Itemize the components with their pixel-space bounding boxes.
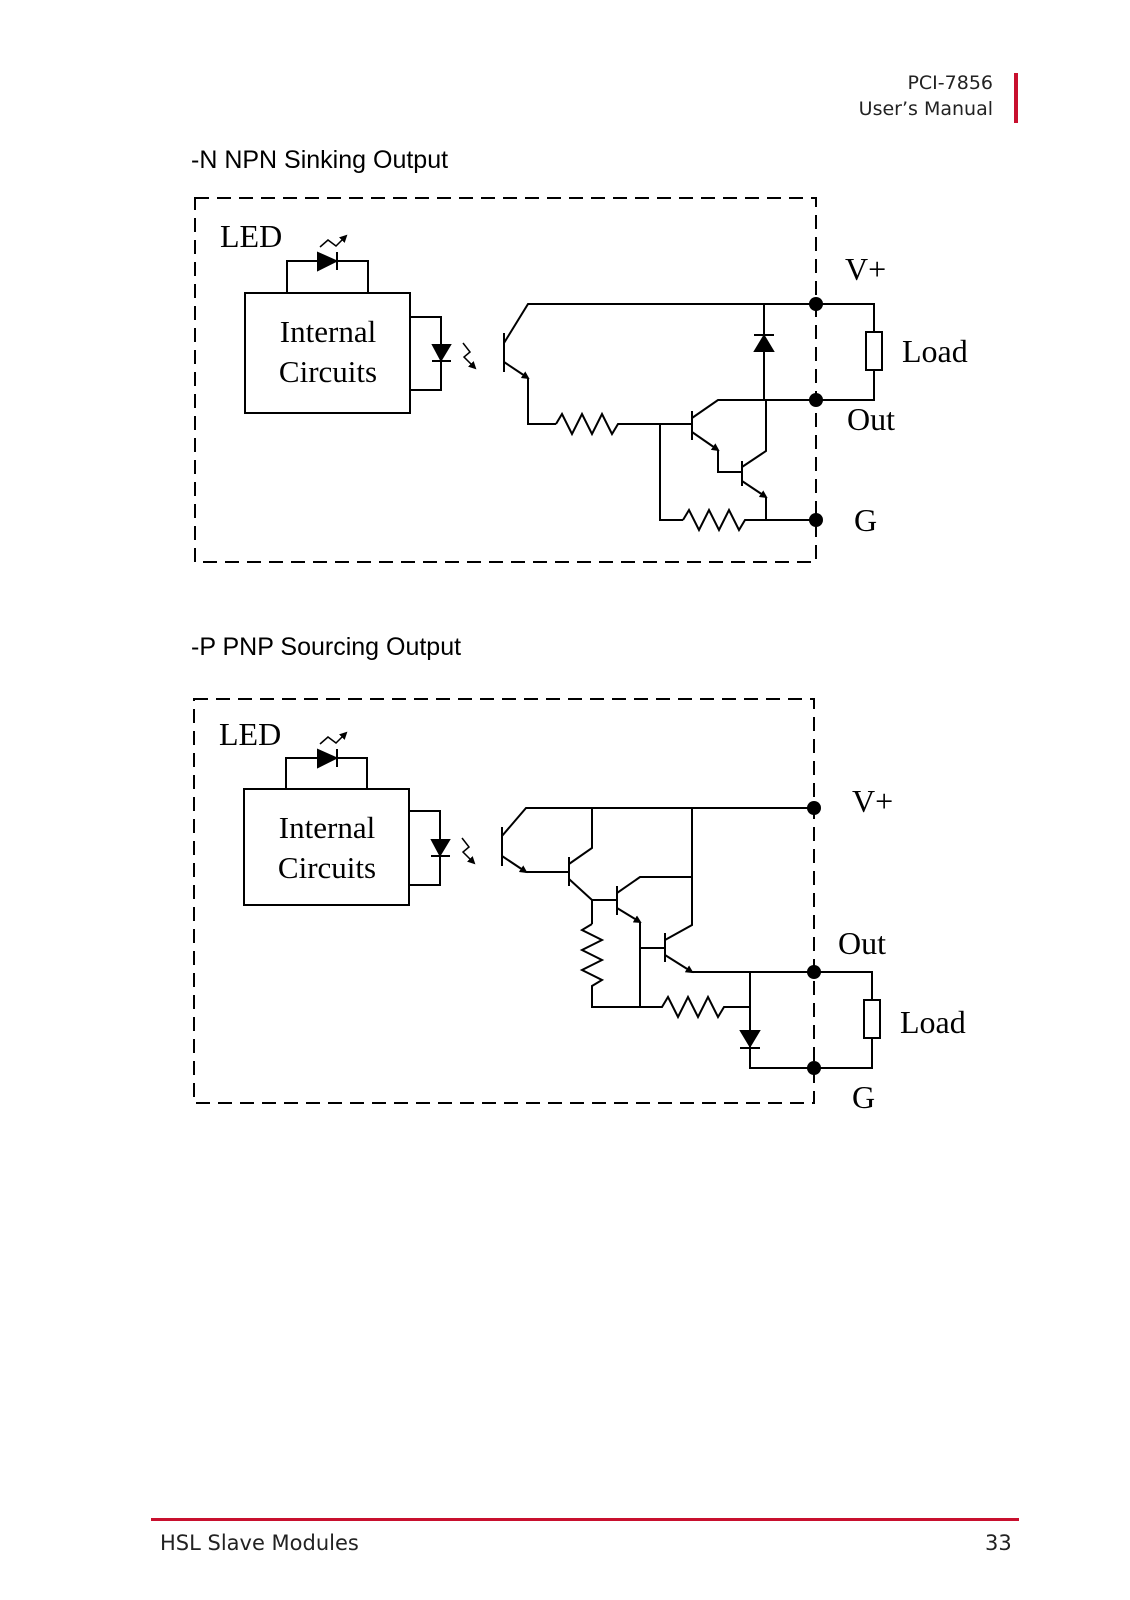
header-manual: User’s Manual (858, 98, 993, 120)
npn-internal-label-1: Internal (280, 314, 376, 349)
header-accent-bar (1014, 73, 1018, 123)
pnp-load-label: Load (900, 1004, 966, 1040)
running-header: PCI-7856 User’s Manual (859, 70, 993, 122)
pnp-internal-label-1: Internal (279, 810, 375, 845)
pnp-g-label: G (852, 1079, 875, 1115)
pnp-enclosure (193, 698, 815, 1104)
pnp-terminal-out (807, 965, 821, 979)
npn-g-label: G (854, 502, 877, 538)
footer-section-name: HSL Slave Modules (160, 1531, 359, 1555)
pnp-phototransistor (501, 807, 814, 874)
pnp-vplus-label: V+ (852, 783, 893, 819)
pnp-opto-led-icon (409, 810, 476, 886)
footer-rule (151, 1518, 1019, 1521)
page-number: 33 (985, 1531, 1012, 1555)
npn-flyback-diode (753, 304, 775, 400)
npn-enclosure (194, 197, 817, 563)
pnp-led-icon (285, 731, 368, 789)
pnp-resistor-bottom (640, 994, 750, 1020)
npn-resistor-base (555, 411, 692, 437)
pnp-resistor-vertical (579, 923, 640, 1008)
pnp-sourcing-diagram (193, 698, 881, 1104)
npn-led-label: LED (220, 218, 282, 254)
npn-section-title: -N NPN Sinking Output (191, 146, 449, 174)
npn-opto-led-icon (410, 316, 477, 391)
npn-internal-circuits-box (244, 292, 411, 414)
pnp-terminal-vplus (807, 801, 821, 815)
npn-sinking-diagram (194, 197, 883, 563)
pnp-out-label: Out (838, 925, 886, 961)
npn-darlington (659, 399, 816, 533)
npn-load-label: Load (902, 333, 968, 369)
npn-out-label: Out (847, 401, 895, 437)
npn-led-icon (286, 234, 369, 293)
pnp-section-title: -P PNP Sourcing Output (191, 633, 462, 661)
header-product: PCI-7856 (907, 72, 993, 94)
npn-external-load (816, 303, 883, 401)
npn-phototransistor (503, 303, 816, 425)
pnp-internal-label-2: Circuits (278, 850, 376, 885)
pnp-transistor-3 (616, 876, 692, 1007)
npn-vplus-label: V+ (845, 251, 886, 287)
pnp-external-load (814, 971, 881, 1069)
npn-terminal-g (809, 513, 823, 527)
pnp-transistor-4 (664, 808, 814, 974)
pnp-led-label: LED (219, 716, 281, 752)
npn-terminal-out (809, 393, 823, 407)
pnp-terminal-g (807, 1061, 821, 1075)
pnp-transistor-2 (526, 808, 617, 924)
npn-terminal-vplus (809, 297, 823, 311)
pnp-flyback-diode (739, 972, 814, 1069)
npn-internal-label-2: Circuits (279, 354, 377, 389)
pnp-internal-circuits-box (243, 788, 410, 906)
